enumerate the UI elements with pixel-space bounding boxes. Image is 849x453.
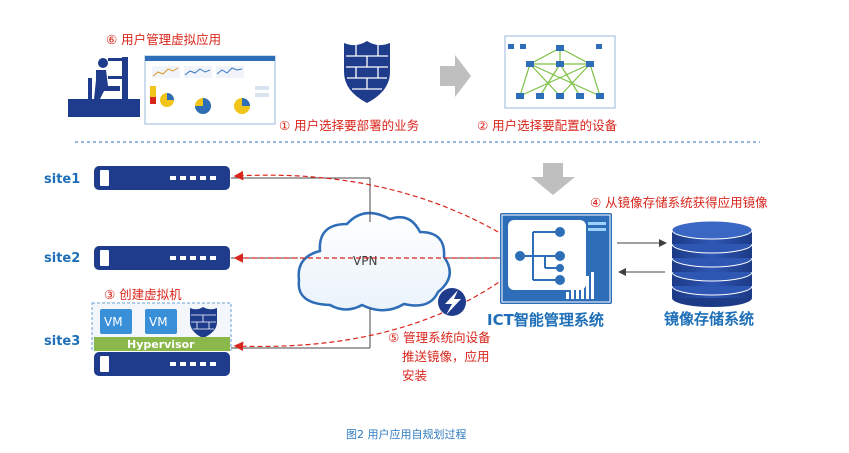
site2-server-icon	[94, 246, 230, 270]
step5-label-line3: 安装	[402, 368, 427, 383]
vm2-label: VM	[149, 315, 168, 329]
hypervisor-bar: Hypervisor	[94, 337, 230, 351]
topology-icon	[504, 35, 616, 109]
right-arrow-icon	[440, 55, 471, 97]
step2-label: ② 用户选择要配置的设备	[477, 118, 618, 133]
vm-shield-icon	[190, 307, 217, 338]
storage-transfer-arrows	[617, 239, 667, 276]
hypervisor-label: Hypervisor	[127, 338, 195, 351]
site3-label: site3	[44, 334, 80, 349]
vpn-cloud-icon: VPN	[297, 211, 451, 312]
vm1-label: VM	[104, 315, 123, 329]
site1-label: site1	[44, 172, 80, 187]
vm2-box: VM	[145, 309, 177, 334]
step1-label: ① 用户选择要部署的业务	[279, 118, 419, 133]
person-at-desk-icon	[68, 57, 140, 117]
ict-system-label: ICT智能管理系统	[487, 311, 604, 329]
step4-label: ④ 从镜像存储系统获得应用镜像	[590, 195, 768, 210]
push-image-arrows	[233, 170, 506, 352]
step6-label: ⑥ 用户管理虚拟应用	[106, 32, 221, 47]
management-server-icon	[500, 213, 612, 304]
down-arrow-icon	[531, 163, 575, 195]
vm1-box: VM	[100, 309, 132, 334]
lightning-badge-icon	[438, 288, 466, 316]
dashboard-screenshot	[144, 55, 276, 125]
step5-label-line1: ⑤ 管理系统向设备	[388, 330, 491, 345]
vpn-label: VPN	[353, 254, 377, 268]
figure-caption: 图2 用户应用自规划过程	[346, 427, 467, 441]
step5-label-line2: 推送镜像，应用	[402, 349, 490, 364]
site3-server-icon	[94, 352, 230, 376]
firewall-shield-icon	[344, 41, 390, 103]
site2-label: site2	[44, 251, 80, 266]
storage-stack-icon	[671, 220, 753, 307]
site1-server-icon	[94, 166, 230, 190]
storage-system-label: 镜像存储系统	[664, 310, 754, 328]
step3-label: ③ 创建虚拟机	[104, 287, 182, 302]
